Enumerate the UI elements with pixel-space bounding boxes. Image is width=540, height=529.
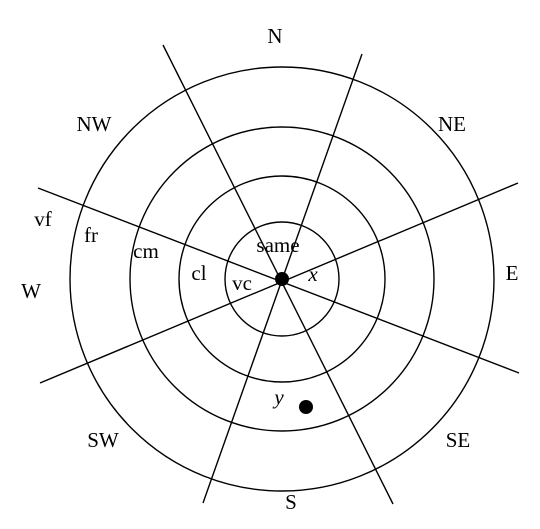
direction-label-nw: NW [77, 112, 112, 136]
distance-label-same: same [256, 233, 299, 257]
ring-commensurate [129, 126, 435, 432]
distance-label-cm: cm [133, 239, 159, 263]
ring-far [69, 66, 495, 492]
direction-label-sw: SW [87, 428, 119, 452]
distance-label-fr: fr [84, 223, 98, 247]
distance-label-vf: vf [34, 207, 52, 231]
direction-label-s: S [285, 490, 297, 514]
direction-label-n: N [267, 24, 282, 48]
point-label-y: y [272, 385, 284, 409]
located-point-y [299, 400, 313, 414]
direction-label-w: W [21, 279, 41, 303]
distance-label-vc: vc [232, 271, 252, 295]
direction-label-e: E [506, 261, 519, 285]
reference-point-x [275, 272, 289, 286]
distance-label-cl: cl [191, 261, 206, 285]
direction-label-se: SE [446, 428, 471, 452]
direction-label-ne: NE [438, 112, 466, 136]
ring-close [178, 175, 386, 383]
point-label-x: x [307, 262, 318, 286]
ring-same [224, 221, 340, 337]
